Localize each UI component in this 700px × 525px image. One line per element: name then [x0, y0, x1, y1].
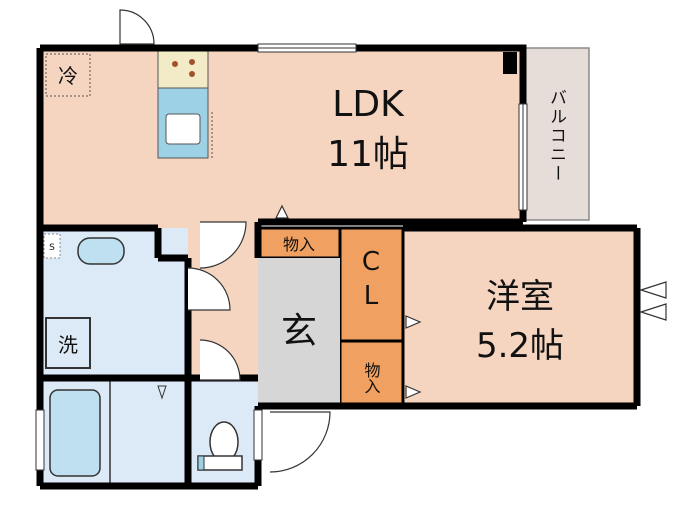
washroom-door-icon	[187, 267, 231, 311]
shoe-box-label: S	[49, 243, 55, 253]
hall-door-icon	[199, 221, 247, 269]
washbasin-icon	[77, 237, 125, 265]
closet-label-l: L	[364, 281, 379, 311]
ldk-size: 11帖	[327, 134, 409, 175]
pillar	[503, 52, 517, 74]
kitchen-counter	[157, 49, 213, 159]
toilet-door-icon	[199, 339, 241, 381]
storage-top-door-icon	[275, 204, 289, 219]
washing-machine-space: 洗	[45, 317, 91, 369]
genkan-floor	[258, 258, 340, 406]
laundry-label: 洗	[58, 333, 78, 357]
closet-door-icon	[405, 315, 422, 329]
balcony-door-icon	[639, 281, 667, 299]
doors	[119, 9, 667, 473]
western-room-size: 5.2帖	[476, 326, 564, 366]
balcony-door-icon	[639, 303, 667, 321]
toilet-icon	[197, 421, 243, 471]
windows	[35, 43, 528, 471]
balcony: バルコニー	[522, 47, 590, 221]
bath-door-icon	[157, 385, 167, 400]
storage-top-label: 物入	[283, 235, 315, 254]
storage-top	[256, 226, 342, 260]
storage-side-label: 物入	[362, 362, 381, 394]
fridge-space: 冷	[45, 53, 91, 97]
western-room-label: 洋室	[486, 277, 554, 317]
fridge-label: 冷	[58, 64, 78, 88]
balcony-label: バルコニー	[546, 89, 566, 184]
shoe-box: S	[43, 233, 61, 259]
genkan-label: 玄	[281, 311, 317, 352]
closet-label-c: C	[362, 247, 380, 277]
western-room-floor	[403, 228, 637, 406]
sink-icon	[165, 113, 201, 145]
ldk-label: LDK	[332, 84, 405, 125]
stove-burner-icon	[189, 71, 195, 77]
front-door-top-icon	[119, 9, 155, 45]
storage-door-icon	[405, 385, 422, 399]
front-door-icon	[269, 411, 331, 473]
stove-burner-icon	[172, 61, 178, 67]
stove-burner-icon	[189, 59, 195, 65]
bathtub-icon	[49, 389, 101, 477]
